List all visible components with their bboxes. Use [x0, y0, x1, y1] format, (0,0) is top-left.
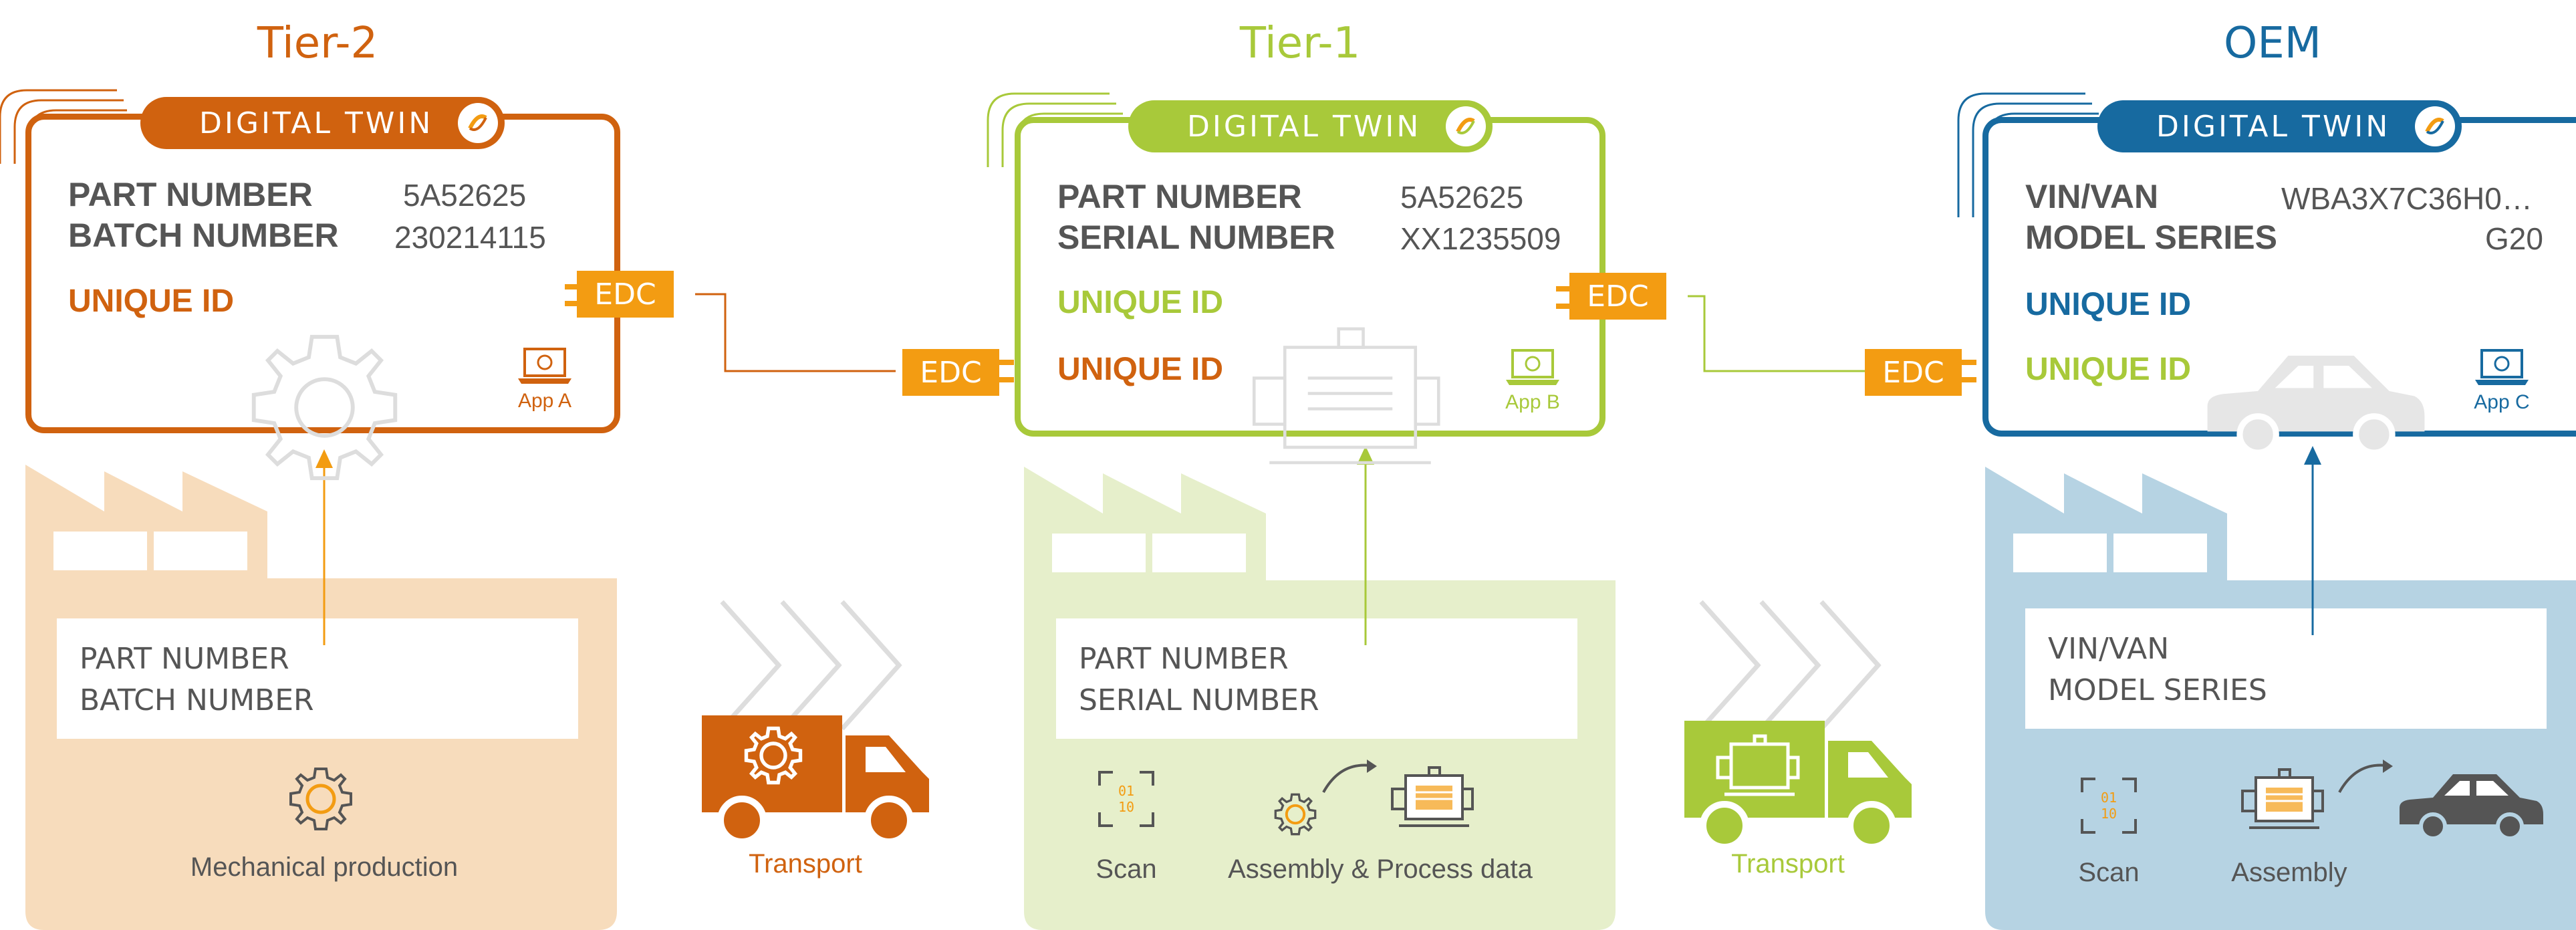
tier1-info-line: PART NUMBER [1079, 642, 1289, 676]
tier2-edc-connector[interactable]: EDC [577, 271, 674, 318]
edc-plug-icon [1556, 286, 1571, 292]
tier1-field-value: 5A52625 [1400, 180, 1524, 215]
tier2-title: Tier-2 [257, 19, 378, 68]
tier1-info-box: PART NUMBER SERIAL NUMBER [1056, 618, 1577, 739]
chevrons-icon [1699, 600, 1882, 731]
chevrons-icon [720, 600, 902, 731]
small-gear-icon [1274, 793, 1317, 836]
oem-info-line: MODEL SERIES [2048, 673, 2267, 707]
catena-logo-icon [458, 103, 498, 143]
oem-field-label: MODEL SERIES [2025, 219, 2277, 256]
tier2-app-label: App A [517, 390, 572, 412]
oem-info-box: VIN/VAN MODEL SERIES [2025, 608, 2547, 729]
catena-logo-icon [1446, 106, 1486, 146]
gear-watermark-icon [251, 334, 398, 481]
car-icon [2400, 774, 2543, 840]
gear-icon [289, 768, 352, 830]
tier2-field-value: 230214115 [394, 220, 546, 255]
tier1-unique-id: UNIQUE ID [1057, 285, 1224, 320]
laptop-icon [518, 348, 571, 384]
oem-field-label: VIN/VAN [2025, 178, 2159, 215]
tier2-twin-tab: DIGITAL TWIN [140, 97, 505, 149]
oem-edc-in-connector[interactable]: EDC [1865, 349, 1962, 396]
tier1-field-label: SERIAL NUMBER [1057, 219, 1335, 256]
oem-twin-tab: DIGITAL TWIN [2097, 100, 2462, 152]
transport-label: Transport [749, 849, 862, 879]
laptop-icon [1506, 349, 1559, 385]
curved-arrow-icon [2338, 760, 2393, 793]
tier1-incoming-unique-id: UNIQUE ID [1057, 352, 1224, 387]
laptop-icon [2475, 349, 2529, 385]
tier1-assembly-caption: Assembly & Process data [1228, 854, 1533, 884]
motor-watermark-icon [1252, 327, 1440, 465]
tier2-field-label: BATCH NUMBER [68, 217, 339, 254]
oem-field-value: WBA3X7C36H0… [2281, 181, 2533, 216]
tier2-unique-id: UNIQUE ID [68, 283, 235, 319]
tier1-edc-in-connector[interactable]: EDC [902, 349, 999, 396]
oem-scan-caption: Scan [2078, 858, 2140, 887]
tier2-twin-label: DIGITAL TWIN [199, 106, 434, 140]
truck-icon [1684, 721, 1912, 850]
truck-icon [702, 715, 929, 845]
tier1-app-label: App B [1505, 391, 1560, 413]
oem-assembly-caption: Assembly [2231, 858, 2347, 887]
tier2-info-box: PART NUMBER BATCH NUMBER [57, 618, 578, 739]
tier2-field-value: 5A52625 [403, 178, 527, 213]
scan-icon: 01 10 [1098, 771, 1154, 827]
tier1-twin-tab: DIGITAL TWIN [1128, 100, 1493, 152]
edc-plug-icon [1962, 377, 1976, 382]
tier1-field-value: XX1235509 [1400, 221, 1561, 256]
edc-plug-icon [565, 284, 578, 289]
oem-field-value: G20 [2485, 221, 2543, 256]
catena-logo-icon [2415, 106, 2455, 146]
car-watermark-icon [2207, 356, 2425, 456]
edc-plug-icon [565, 301, 578, 306]
tier1-scan-caption: Scan [1096, 854, 1157, 884]
oem-info-line: VIN/VAN [2048, 632, 2170, 666]
tier1-info-line: SERIAL NUMBER [1079, 683, 1319, 717]
tier1-field-label: PART NUMBER [1057, 178, 1302, 215]
svg-text:10: 10 [1118, 799, 1134, 815]
edc-plug-icon [999, 360, 1014, 365]
svg-text:01: 01 [1118, 783, 1134, 799]
oem-incoming-unique-id: UNIQUE ID [2025, 352, 2192, 387]
tier2-caption: Mechanical production [190, 852, 459, 882]
motor-icon [2241, 768, 2324, 829]
oem-title: OEM [2223, 19, 2322, 68]
tier1-digital-twin-card [1015, 117, 1605, 437]
oem-unique-id: UNIQUE ID [2025, 287, 2192, 322]
oem-twin-label: DIGITAL TWIN [2156, 109, 2391, 144]
tier1-title: Tier-1 [1239, 19, 1361, 68]
tier2-info-line: PART NUMBER [80, 642, 289, 676]
tier1-twin-label: DIGITAL TWIN [1187, 109, 1422, 144]
motor-icon [1391, 766, 1474, 827]
svg-text:01: 01 [2101, 790, 2117, 806]
edc-plug-icon [999, 377, 1014, 382]
tier1-edc-out-connector[interactable]: EDC [1569, 273, 1666, 320]
tier2-field-label: PART NUMBER [68, 176, 313, 213]
svg-text:10: 10 [2101, 806, 2117, 822]
edc-plug-icon [1556, 304, 1571, 309]
tier2-info-line: BATCH NUMBER [80, 683, 314, 717]
transport-label: Transport [1731, 849, 1845, 879]
edc-plug-icon [1962, 360, 1976, 365]
oem-app-label: App C [2474, 391, 2530, 413]
scan-icon: 01 10 [2081, 778, 2137, 834]
curved-arrow-icon [1322, 760, 1377, 793]
